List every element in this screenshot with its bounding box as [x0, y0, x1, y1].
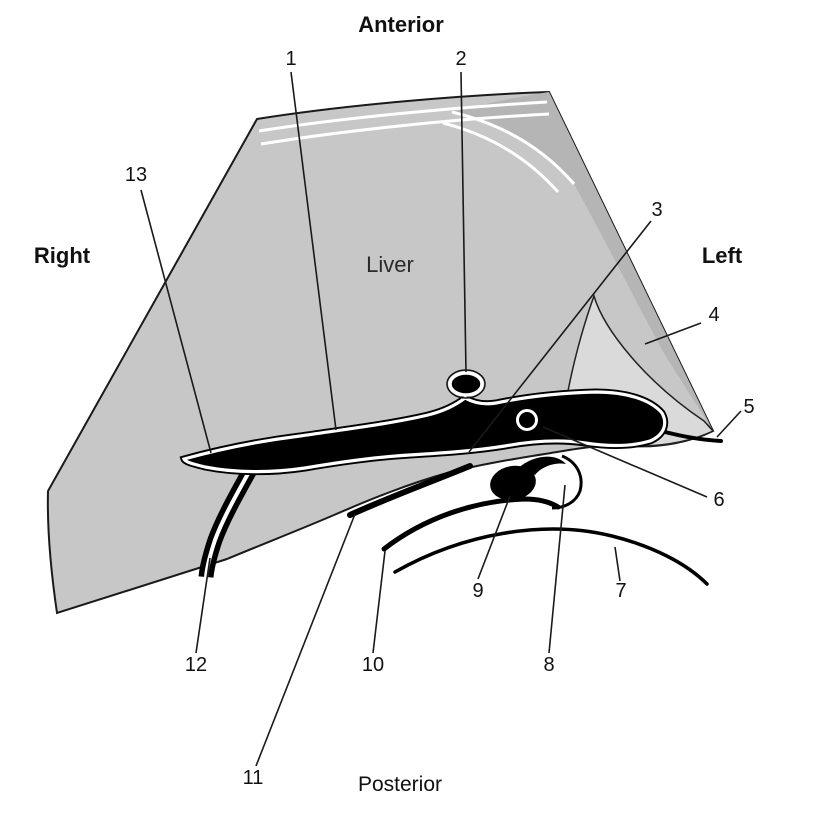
- arc-10: [381, 496, 561, 552]
- fascia-strip-1: [258, 100, 548, 133]
- pointer-line-7: [614, 546, 621, 582]
- pointer-line-13: [140, 189, 212, 454]
- pointer-line-12: [195, 557, 211, 654]
- label-3: 3: [651, 199, 662, 221]
- arc-7: [393, 527, 709, 586]
- anterior-label: Anterior: [358, 12, 444, 37]
- right-label: Right: [34, 243, 91, 268]
- label-4: 4: [708, 304, 719, 326]
- label-6: 6: [713, 489, 724, 511]
- label-5: 5: [743, 396, 754, 418]
- label-10: 10: [362, 654, 384, 676]
- label-1: 1: [285, 48, 296, 70]
- pointer-line-9: [477, 495, 511, 580]
- label-7: 7: [615, 580, 626, 602]
- left-label: Left: [702, 243, 743, 268]
- pointer-line-10: [372, 550, 386, 654]
- label-12: 12: [185, 654, 207, 676]
- pointer-line-11: [255, 513, 356, 767]
- fascia-branch-1: [451, 110, 576, 185]
- pointer-line-5: [716, 410, 742, 438]
- round-vessel-9-shape: [490, 465, 536, 501]
- pointer-line-8: [548, 484, 566, 654]
- label-2: 2: [455, 48, 466, 70]
- fascia-branch-2: [442, 121, 560, 193]
- pointer-line-1: [290, 71, 337, 431]
- pointer-line-3: [468, 220, 652, 453]
- pointer-line-6: [542, 426, 708, 498]
- label-8: 8: [543, 654, 554, 676]
- fascia-strip-2: [260, 112, 550, 146]
- pointer-line-4: [644, 322, 702, 345]
- main-vessel-shape: [179, 388, 669, 476]
- round-vessel-9-horn: [517, 456, 566, 475]
- vessel-wall-outline-8: [551, 454, 583, 510]
- liver-label: Liver: [366, 252, 414, 277]
- descending-vessel-lumen: [204, 469, 252, 578]
- crossing-vessel-sliver: [347, 463, 473, 518]
- label-13: 13: [125, 164, 147, 186]
- pointer-line-2: [460, 71, 467, 373]
- label-11: 11: [243, 767, 264, 789]
- body-section-shape: [46, 90, 715, 615]
- small-vessel-6-shape: [516, 409, 538, 431]
- label-9: 9: [472, 580, 483, 602]
- small-vessel-2-shape: [448, 371, 484, 397]
- posterior-label: Posterior: [358, 773, 442, 796]
